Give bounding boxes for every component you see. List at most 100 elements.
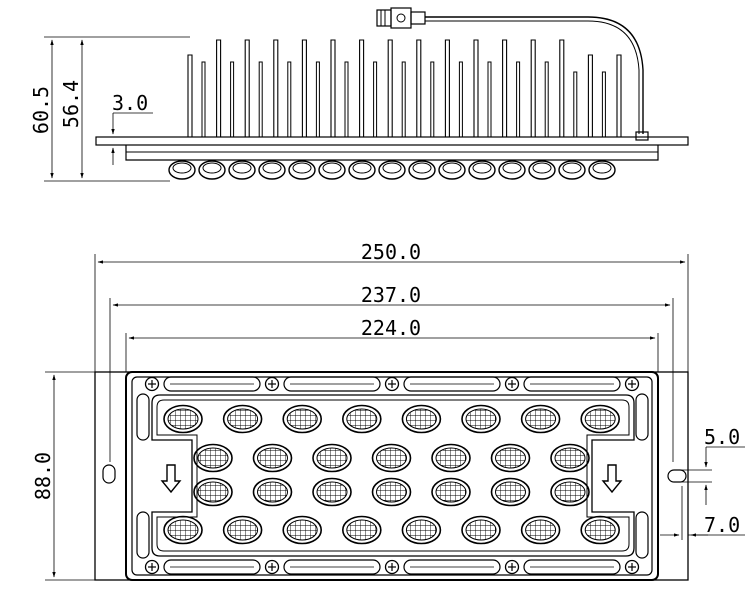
lens (312, 443, 352, 473)
overall-width-label: 88.0 (31, 452, 55, 500)
hole-spacing-label: 237.0 (361, 283, 421, 307)
dim-body-length: 224.0 (125, 316, 659, 372)
dim-slot-width: 5.0 (680, 425, 745, 505)
dim-side-height-body: 56.4 (59, 39, 84, 179)
lens (193, 477, 233, 507)
fin (344, 61, 349, 137)
lens-bump-inner (532, 162, 552, 174)
right-mounting-slot (667, 469, 687, 483)
overall-length-label: 250.0 (361, 240, 421, 264)
fin (301, 39, 307, 137)
screw-icon (384, 376, 400, 392)
lens-bump (228, 160, 256, 180)
screw-group (144, 376, 640, 575)
fin (573, 71, 578, 137)
lens-bump-inner (442, 162, 462, 174)
lens (312, 477, 352, 507)
lens (163, 515, 203, 545)
lens-bump-inner (592, 162, 612, 174)
screw-icon (504, 376, 520, 392)
dim-side-height-total: 60.5 (29, 36, 190, 182)
fin (416, 39, 422, 137)
lens (550, 477, 590, 507)
screw-icon (144, 376, 160, 392)
lens-bump-inner (292, 162, 312, 174)
side-flange-label: 3.0 (112, 91, 148, 115)
lens-bump-inner (382, 162, 402, 174)
lens-bump-inner (502, 162, 522, 174)
fin (273, 39, 279, 137)
fin (230, 61, 235, 137)
side-flange (95, 136, 689, 146)
lens (580, 404, 621, 434)
fin (401, 61, 406, 137)
screw-icon (624, 559, 640, 575)
lens-bump (528, 160, 556, 180)
fin (359, 39, 365, 137)
fin (287, 61, 292, 137)
housing-outer (125, 371, 659, 581)
side-slot-right-top (635, 393, 649, 441)
fin (216, 39, 222, 137)
fin (458, 61, 463, 137)
fin (201, 61, 206, 137)
lens-array (163, 404, 621, 545)
lens (341, 404, 382, 434)
screw-icon (504, 559, 520, 575)
lens-bump (198, 160, 226, 180)
fin (530, 39, 536, 137)
slot-offset-label: 7.0 (704, 513, 740, 537)
plan-view: 250.0 237.0 224.0 88.0 (31, 240, 745, 581)
rail-slot-top (523, 376, 621, 392)
lens (222, 515, 263, 545)
lens (401, 404, 442, 434)
rail-slot-bottom (403, 559, 501, 575)
lens (222, 404, 263, 434)
side-lenses (168, 160, 616, 180)
lens-bump (558, 160, 586, 180)
lens-bump (378, 160, 406, 180)
lens-bump (348, 160, 376, 180)
arrow-down-icon (160, 464, 182, 494)
fin (315, 61, 320, 137)
lens-bump-inner (562, 162, 582, 174)
lens (550, 443, 590, 473)
mounting-plate (94, 371, 689, 581)
side-slot-left-bottom (136, 511, 150, 559)
fin (544, 61, 549, 137)
lens (580, 515, 621, 545)
lens-bump (468, 160, 496, 180)
fin (601, 71, 606, 137)
side-height-body-label: 56.4 (59, 80, 83, 128)
lens-bump (438, 160, 466, 180)
lens-bump-inner (472, 162, 492, 174)
lens-bump (318, 160, 346, 180)
dim-hole-spacing: 237.0 (109, 283, 674, 462)
lens (431, 443, 471, 473)
arrow-down-icon (601, 464, 623, 494)
screw-icon (144, 559, 160, 575)
body-length-label: 224.0 (361, 316, 421, 340)
dim-overall-length: 250.0 (94, 240, 689, 372)
lens (371, 443, 412, 473)
screw-icon (384, 559, 400, 575)
fin (430, 61, 435, 137)
lens (371, 477, 412, 507)
lens (193, 443, 233, 473)
lens-bump (588, 160, 616, 180)
lens (431, 477, 471, 507)
rail-slots (163, 376, 621, 575)
lens-bump-inner (412, 162, 432, 174)
fin (559, 39, 565, 137)
lens (282, 515, 323, 545)
housing-inner (131, 376, 653, 576)
rail-slot-top (163, 376, 261, 392)
optic-plate (151, 394, 635, 557)
lens (341, 515, 382, 545)
slot-width-label: 5.0 (704, 425, 740, 449)
lens (520, 404, 561, 434)
lens (163, 404, 203, 434)
fin (616, 54, 622, 137)
dim-slot-offset: 7.0 (660, 486, 745, 540)
lens (490, 477, 531, 507)
